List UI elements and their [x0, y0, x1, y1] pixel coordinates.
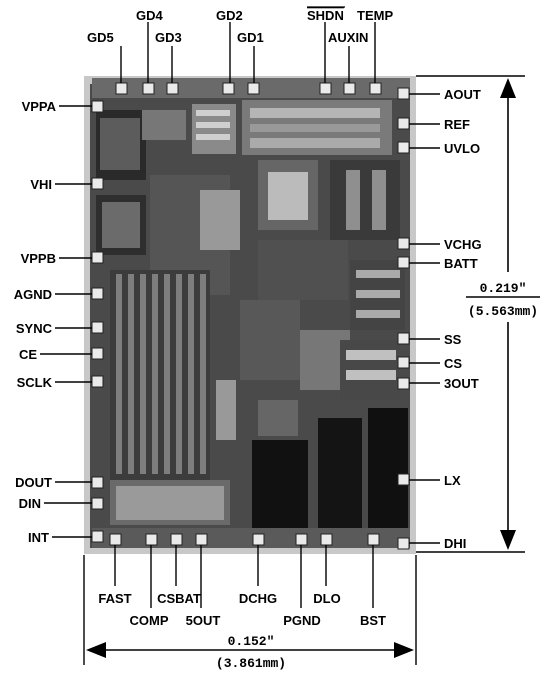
- pin-3out: 3OUT: [444, 376, 479, 391]
- height-inches: 0.219": [480, 281, 527, 296]
- pin-cs: CS: [444, 356, 462, 371]
- top-pin-labels: GD5 GD4 GD3 GD2 GD1 SHDN AUXIN TEMP: [87, 6, 393, 45]
- pin-vchg: VCHG: [444, 237, 482, 252]
- pin-auxin: AUXIN: [328, 30, 368, 45]
- pin-pgnd: PGND: [283, 613, 321, 628]
- pin-gd2: GD2: [216, 8, 243, 23]
- pin-aout: AOUT: [444, 87, 481, 102]
- pin-gd5: GD5: [87, 30, 114, 45]
- pin-sync: SYNC: [16, 321, 53, 336]
- bond-pads: [91, 82, 410, 550]
- pin-csbat: CSBAT: [157, 591, 201, 606]
- pin-dhi: DHI: [444, 536, 466, 551]
- leader-lines: [40, 22, 540, 665]
- pin-din: DIN: [19, 496, 41, 511]
- pin-5out: 5OUT: [186, 613, 221, 628]
- width-inches: 0.152": [228, 634, 275, 649]
- bottom-pin-labels: FAST COMP CSBAT 5OUT DCHG PGND DLO BST: [98, 591, 386, 628]
- pin-gd4: GD4: [136, 8, 164, 23]
- pin-sclk: SCLK: [17, 375, 53, 390]
- pin-comp: COMP: [130, 613, 169, 628]
- pin-gd1: GD1: [237, 30, 264, 45]
- pin-shdn: SHDN: [307, 8, 344, 23]
- pin-int: INT: [28, 530, 49, 545]
- pin-vhi: VHI: [30, 177, 52, 192]
- width-mm: (3.861mm): [216, 656, 286, 671]
- pin-vppa: VPPA: [22, 99, 57, 114]
- pin-gd3: GD3: [155, 30, 182, 45]
- pin-dlo: DLO: [313, 591, 340, 606]
- dimension-arrows: [86, 78, 516, 658]
- pin-dchg: DCHG: [239, 591, 277, 606]
- pin-vppb: VPPB: [21, 251, 56, 266]
- pin-lx: LX: [444, 473, 461, 488]
- height-mm: (5.563mm): [468, 304, 538, 319]
- left-pin-labels: VPPA VHI VPPB AGND SYNC CE SCLK DOUT DIN…: [14, 99, 57, 545]
- right-pin-labels: AOUT REF UVLO VCHG BATT SS CS 3OUT LX DH…: [444, 87, 482, 551]
- pin-ce: CE: [19, 347, 37, 362]
- pin-batt: BATT: [444, 256, 478, 271]
- pin-bst: BST: [360, 613, 386, 628]
- pin-agnd: AGND: [14, 287, 52, 302]
- pin-uvlo: UVLO: [444, 141, 480, 156]
- pin-temp: TEMP: [357, 8, 393, 23]
- die-photo: [84, 76, 416, 554]
- dimension-labels: 0.219" (5.563mm) 0.152" (3.861mm): [216, 281, 538, 671]
- pin-ss: SS: [444, 332, 462, 347]
- pin-fast: FAST: [98, 591, 131, 606]
- pin-ref: REF: [444, 117, 470, 132]
- pin-dout: DOUT: [15, 475, 52, 490]
